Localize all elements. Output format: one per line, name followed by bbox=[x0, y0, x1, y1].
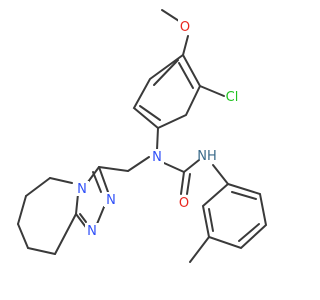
triazole-nitrogen-2-label: N bbox=[106, 193, 116, 208]
bond-c-nh bbox=[183, 159, 200, 173]
bond-n-carbonyl bbox=[163, 162, 185, 173]
bond-layer bbox=[17, 9, 268, 263]
bond-ring-cl bbox=[199, 85, 225, 97]
chlorine-label: Cl bbox=[226, 90, 239, 105]
atom-label-layer: O Cl N NH O N N N bbox=[75, 19, 238, 239]
bond-ring-anisyl-double-3 bbox=[153, 59, 179, 86]
bond-triazole-c3-n2 bbox=[98, 166, 109, 193]
bond-triazole-n4-c3 bbox=[87, 166, 100, 183]
bond-co-1 bbox=[180, 171, 185, 195]
bond-ring-tolyl-double-3 bbox=[208, 208, 214, 232]
bond-azepane-3 bbox=[17, 195, 27, 225]
bond-ring-tolyl bbox=[201, 182, 268, 250]
bond-ring-anisyl-double-1 bbox=[178, 62, 194, 89]
triazole-nitrogen-1-label: N bbox=[87, 224, 97, 239]
bond-ring-tolyl-double-1 bbox=[231, 191, 257, 200]
bond-ring-anisyl bbox=[132, 53, 202, 130]
bond-triazole-n2-n1 bbox=[96, 206, 105, 225]
bond-azepane-6 bbox=[54, 213, 77, 255]
bond-triazole-c8a-n4 bbox=[75, 193, 79, 215]
urea-nitrogen-label: N bbox=[152, 150, 162, 165]
amide-nh-label: NH bbox=[197, 149, 217, 164]
bond-azepane-5 bbox=[27, 247, 56, 255]
bond-co-2 bbox=[186, 173, 191, 195]
bond-ch2-triazole bbox=[98, 166, 129, 172]
bond-methyl-o bbox=[161, 9, 180, 22]
bond-ring-anisyl-double-2 bbox=[139, 105, 161, 121]
bond-triazole-c3-n2-double bbox=[92, 171, 102, 193]
bond-nh-ring bbox=[212, 164, 229, 185]
bond-triazole-n1-c8a-double bbox=[79, 213, 87, 223]
bond-azepane-4 bbox=[17, 223, 29, 249]
bond-azepane-1 bbox=[49, 177, 73, 184]
structure-canvas: O Cl N NH O N N N bbox=[17, 9, 268, 263]
bond-o-ring bbox=[182, 35, 189, 56]
carbonyl-oxygen-label: O bbox=[179, 196, 189, 211]
bond-tolyl-methyl bbox=[189, 236, 210, 263]
molecule-structure: O Cl N NH O N N N bbox=[17, 9, 268, 263]
bond-azepane-2 bbox=[25, 177, 51, 197]
triazole-bridge-nitrogen-label: N bbox=[77, 182, 87, 197]
bond-n-ch2 bbox=[127, 156, 150, 172]
bond-ring-n bbox=[156, 127, 159, 151]
bond-ring-tolyl-double-2 bbox=[238, 223, 260, 242]
methoxy-oxygen-label: O bbox=[180, 20, 190, 35]
